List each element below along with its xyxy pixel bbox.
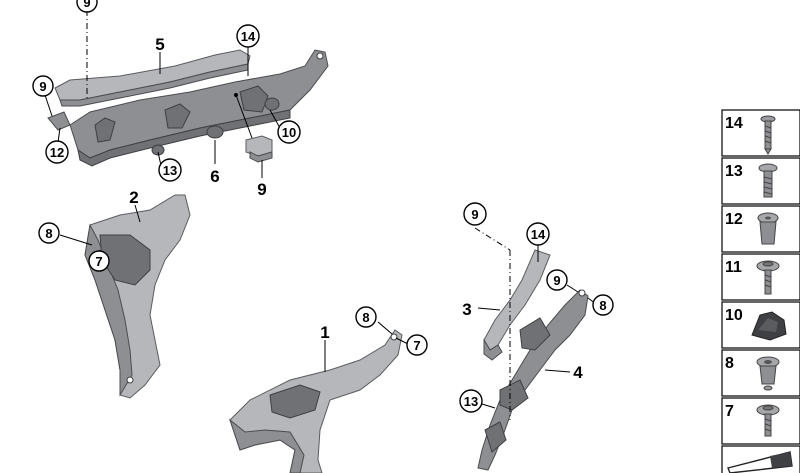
callout-7-center: 7 bbox=[406, 334, 428, 356]
callout-9-right2: 9 bbox=[546, 269, 568, 291]
callout-7-left: 7 bbox=[88, 250, 110, 272]
part-6-bracket[interactable] bbox=[47, 49, 329, 167]
callout-14-right: 14 bbox=[526, 222, 550, 246]
legend: 14 13 12 bbox=[721, 109, 800, 473]
legend-item-13[interactable]: 13 bbox=[721, 157, 800, 205]
legend-item-8[interactable]: 8 bbox=[721, 349, 800, 397]
label-part-4: 4 bbox=[573, 363, 583, 382]
callout-9-right: 9 bbox=[463, 202, 487, 226]
svg-text:13: 13 bbox=[464, 394, 478, 409]
svg-text:9: 9 bbox=[83, 0, 90, 10]
svg-text:9: 9 bbox=[553, 273, 560, 288]
clip-icon bbox=[751, 311, 787, 341]
svg-text:8: 8 bbox=[725, 355, 734, 372]
svg-text:10: 10 bbox=[725, 307, 743, 324]
svg-text:9: 9 bbox=[39, 79, 46, 94]
legend-item-14[interactable]: 14 bbox=[721, 109, 800, 157]
svg-text:7: 7 bbox=[725, 403, 734, 420]
screw-icon bbox=[760, 115, 776, 155]
legend-item-wedge[interactable] bbox=[721, 445, 800, 473]
flange-screw-icon bbox=[758, 163, 778, 198]
svg-text:10: 10 bbox=[282, 125, 296, 140]
svg-text:14: 14 bbox=[531, 227, 546, 242]
callout-13-right: 13 bbox=[459, 389, 483, 413]
svg-text:13: 13 bbox=[725, 163, 743, 180]
callout-13-left: 13 bbox=[158, 158, 182, 182]
callout-8-right: 8 bbox=[592, 294, 614, 316]
label-part-1: 1 bbox=[320, 323, 329, 342]
callout-10: 10 bbox=[277, 120, 301, 144]
svg-text:9: 9 bbox=[471, 207, 478, 222]
part-9-clip[interactable] bbox=[245, 135, 273, 163]
collar-screw-icon bbox=[756, 404, 780, 437]
expanding-nut-icon bbox=[757, 212, 779, 245]
part-2-heat-shield[interactable] bbox=[84, 194, 191, 399]
callout-14-top: 14 bbox=[236, 24, 260, 48]
svg-text:14: 14 bbox=[241, 29, 256, 44]
svg-text:8: 8 bbox=[362, 310, 369, 325]
legend-item-7[interactable]: 7 bbox=[721, 397, 800, 445]
svg-text:7: 7 bbox=[95, 254, 102, 269]
callout-9-top: 9 bbox=[76, 0, 98, 13]
part-3-cover-strip[interactable] bbox=[483, 249, 551, 361]
label-part-6: 6 bbox=[210, 167, 219, 186]
plastic-nut-icon bbox=[756, 356, 780, 391]
svg-text:13: 13 bbox=[163, 163, 177, 178]
callout-9-left: 9 bbox=[32, 75, 54, 97]
part-4-bracket[interactable] bbox=[477, 289, 589, 471]
label-part-3: 3 bbox=[462, 300, 471, 319]
svg-text:11: 11 bbox=[725, 259, 742, 276]
callout-8-left: 8 bbox=[38, 222, 60, 244]
svg-text:12: 12 bbox=[725, 211, 743, 228]
legend-item-10[interactable]: 10 bbox=[721, 301, 800, 349]
label-part-2: 2 bbox=[129, 188, 138, 207]
wedge-icon bbox=[727, 451, 793, 473]
washer-screw-icon bbox=[756, 260, 780, 295]
callout-8-center: 8 bbox=[355, 306, 377, 328]
legend-item-11[interactable]: 11 bbox=[721, 253, 800, 301]
svg-text:7: 7 bbox=[413, 338, 420, 353]
svg-text:14: 14 bbox=[725, 115, 743, 132]
svg-text:8: 8 bbox=[45, 226, 52, 241]
svg-text:12: 12 bbox=[50, 145, 64, 160]
legend-item-12[interactable]: 12 bbox=[721, 205, 800, 253]
svg-text:8: 8 bbox=[599, 298, 606, 313]
part-1-heat-shield[interactable] bbox=[228, 329, 403, 473]
label-part-9: 9 bbox=[257, 180, 266, 199]
callout-12: 12 bbox=[45, 140, 69, 164]
label-part-5: 5 bbox=[155, 35, 164, 54]
